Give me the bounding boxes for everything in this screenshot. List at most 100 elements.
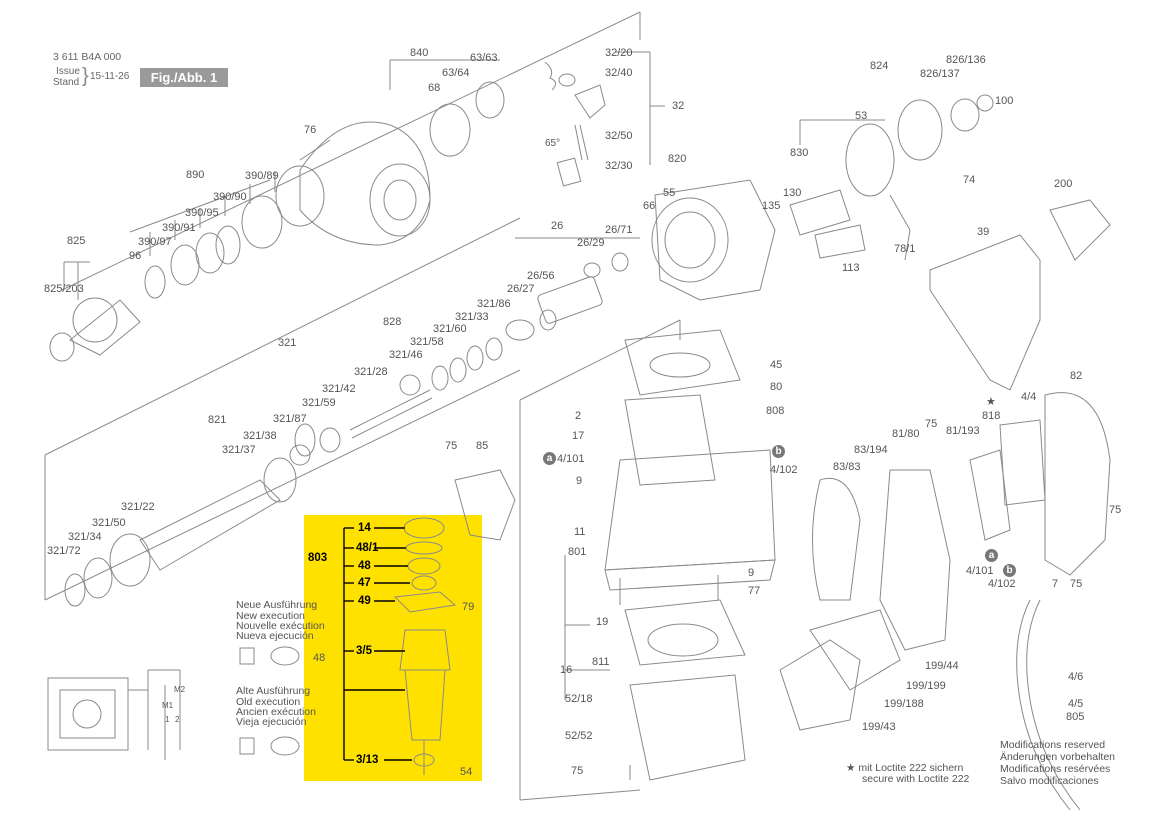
brace: } bbox=[82, 65, 89, 87]
loctite-line1: mit Loctite 222 sichern bbox=[858, 762, 964, 774]
part-78-1: 78/1 bbox=[894, 243, 916, 255]
modifications-de: Änderungen vorbehalten bbox=[1000, 751, 1116, 763]
figure-label: Fig./Abb. 1 bbox=[140, 68, 228, 87]
armature-highlight bbox=[304, 515, 482, 781]
part-83-194: 83/194 bbox=[854, 444, 888, 456]
part-825-203: 825/203 bbox=[44, 283, 84, 295]
part-321-50: 321/50 bbox=[92, 517, 126, 529]
part-4-5: 4/5 bbox=[1068, 698, 1084, 710]
part-826-137: 826/137 bbox=[920, 68, 960, 80]
part-96: 96 bbox=[129, 250, 142, 262]
part-818: 818 bbox=[982, 410, 1001, 422]
part-830: 830 bbox=[790, 147, 809, 159]
part-9b: 9 bbox=[748, 567, 755, 579]
part-199-43: 199/43 bbox=[862, 721, 896, 733]
part-26-56: 26/56 bbox=[527, 270, 555, 282]
part-81-193: 81/193 bbox=[946, 425, 980, 437]
part-63-63: 63/63 bbox=[470, 52, 498, 64]
part-811: 811 bbox=[592, 656, 610, 668]
part-199-44: 199/44 bbox=[925, 660, 959, 672]
part-321-38: 321/38 bbox=[243, 430, 277, 442]
part-390-89: 390/89 bbox=[245, 170, 279, 182]
part-321-33: 321/33 bbox=[455, 311, 489, 323]
part-68: 68 bbox=[428, 82, 441, 94]
part-26-71: 26/71 bbox=[605, 224, 633, 236]
part-2: 2 bbox=[575, 410, 582, 422]
part-321-46: 321/46 bbox=[389, 349, 423, 361]
part-14: 14 bbox=[358, 522, 371, 534]
part-801: 801 bbox=[568, 546, 587, 558]
part-321-22: 321/22 bbox=[121, 501, 155, 513]
part-54: 54 bbox=[460, 766, 473, 778]
part-81-80: 81/80 bbox=[892, 428, 920, 440]
part-826-136: 826/136 bbox=[946, 54, 986, 66]
part-75d: 75 bbox=[1070, 578, 1083, 590]
part-79: 79 bbox=[462, 601, 475, 613]
part-321-72: 321/72 bbox=[47, 545, 81, 557]
part-83-83: 83/83 bbox=[833, 461, 861, 473]
part-803: 803 bbox=[308, 552, 328, 564]
part-26-29: 26/29 bbox=[577, 237, 605, 249]
part-48a: 48 bbox=[358, 560, 371, 572]
schematic-pin1: 1 bbox=[165, 715, 170, 724]
part-19: 19 bbox=[596, 616, 609, 628]
part-53: 53 bbox=[855, 110, 868, 122]
part-32-40: 32/40 bbox=[605, 67, 633, 79]
old-execution-en: Old execution bbox=[236, 696, 301, 708]
part-820: 820 bbox=[668, 153, 687, 165]
schematic-m2: M2 bbox=[174, 685, 186, 694]
part-199-199: 199/199 bbox=[906, 680, 946, 692]
part-390-90: 390/90 bbox=[213, 191, 247, 203]
part-75a: 75 bbox=[571, 765, 584, 777]
issue-date: 15-11-26 bbox=[90, 71, 130, 82]
angle-65: 65° bbox=[545, 138, 561, 149]
modifications-en: Modifications reserved bbox=[1000, 739, 1106, 751]
loctite-star: ★ bbox=[846, 762, 859, 774]
part-52-52: 52/52 bbox=[565, 730, 593, 742]
part-321-60: 321/60 bbox=[433, 323, 467, 335]
schematic-m1: M1 bbox=[162, 701, 174, 710]
part-4-101b: 4/101 bbox=[966, 565, 994, 577]
part-75b: 75 bbox=[445, 440, 458, 452]
part-321: 321 bbox=[278, 337, 297, 349]
part-4-101: 4/101 bbox=[557, 453, 585, 465]
part-200: 200 bbox=[1054, 178, 1073, 190]
part-77: 77 bbox=[748, 585, 761, 597]
part-321-37: 321/37 bbox=[222, 444, 256, 456]
part-7: 7 bbox=[1052, 578, 1059, 590]
part-321-28: 321/28 bbox=[354, 366, 388, 378]
part-32-20: 32/20 bbox=[605, 47, 633, 59]
part-85: 85 bbox=[476, 440, 489, 452]
part-80: 80 bbox=[770, 381, 783, 393]
part-890: 890 bbox=[186, 169, 205, 181]
part-390-97: 390/97 bbox=[138, 236, 172, 248]
part-3-13: 3/13 bbox=[356, 754, 379, 766]
part-805: 805 bbox=[1066, 711, 1085, 723]
part-74: 74 bbox=[963, 174, 976, 186]
part-11: 11 bbox=[574, 526, 586, 538]
part-4-4: 4/4 bbox=[1021, 391, 1037, 403]
part-321-59: 321/59 bbox=[302, 397, 336, 409]
part-113: 113 bbox=[842, 262, 860, 274]
part-9a: 9 bbox=[576, 475, 583, 487]
old-execution-fr: Ancien exécution bbox=[236, 706, 316, 718]
part-52-18: 52/18 bbox=[565, 693, 593, 705]
part-26-27: 26/27 bbox=[507, 283, 535, 295]
part-16: 16 bbox=[560, 664, 573, 676]
part-321-86: 321/86 bbox=[477, 298, 511, 310]
part-47: 47 bbox=[358, 577, 371, 589]
part-828: 828 bbox=[383, 316, 402, 328]
part-4-6: 4/6 bbox=[1068, 671, 1084, 683]
part-45: 45 bbox=[770, 359, 783, 371]
old-execution-es: Vieja ejecución bbox=[236, 716, 307, 728]
part-49: 49 bbox=[358, 595, 371, 607]
part-3-5: 3/5 bbox=[356, 645, 372, 657]
star-marker: ★ bbox=[986, 396, 996, 408]
schematic-pin2: 2 bbox=[175, 715, 180, 724]
part-321-34: 321/34 bbox=[68, 531, 102, 543]
new-execution-fr: Nouvelle exécution bbox=[236, 620, 325, 632]
new-execution-es: Nueva ejecución bbox=[236, 630, 314, 642]
part-48-1: 48/1 bbox=[356, 542, 379, 554]
modifications-fr: Modifications resérvées bbox=[1000, 763, 1111, 775]
old-execution-de: Alte Ausführung bbox=[236, 685, 311, 697]
